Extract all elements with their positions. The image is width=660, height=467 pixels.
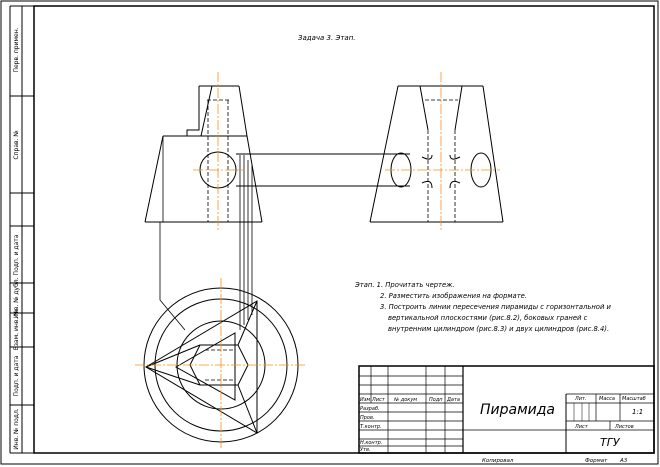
left-strip-labels: Перв. примен. Справ. № Подп. и дата Инв.… [13, 27, 20, 449]
strip-label-perv: Перв. примен. [13, 27, 20, 72]
tb-hdr-list: Лист [371, 397, 386, 403]
tb-hdr-doc: № докум [393, 397, 417, 403]
tb-lit: Лит. [574, 396, 587, 402]
tb-hdr-izm: Изм [360, 397, 370, 403]
task-title: Задача 3. Этап. [298, 34, 356, 42]
tb-part-name: Пирамида [480, 402, 555, 418]
tb-listov: Листов [614, 424, 634, 430]
tb-prov: Пров. [360, 415, 375, 421]
inner-frame [33, 5, 655, 454]
side-view [369, 72, 504, 230]
footer-kopiroval: Копировал [482, 458, 514, 464]
tb-massa: Масса [599, 396, 615, 402]
footer-format: Формат [585, 458, 608, 464]
strip-label-inv-podl: Инв. № подл. [13, 408, 20, 449]
step-3-line-1: 3. Построить линии пересечения пирамиды … [380, 303, 612, 311]
title-block-text: Изм Лист № докум Подп Дата Разраб. Пров.… [360, 396, 646, 453]
tb-utv: Утв. [360, 447, 371, 453]
left-strip [9, 5, 34, 454]
strip-label-podp-1: Подп. и дата [13, 234, 20, 275]
tb-hdr-podp: Подп [429, 397, 443, 403]
tb-razrab: Разраб. [360, 406, 380, 412]
top-view [135, 278, 305, 450]
tb-list: Лист [574, 424, 589, 430]
step-head: Этап. 1. Прочитать чертеж. [354, 281, 454, 289]
step-3-line-3: внутренним цилиндром (рис.8.3) и двух ци… [388, 325, 609, 333]
front-view [144, 72, 410, 331]
tb-tkontr: Т.контр. [360, 424, 382, 430]
tb-masshtab: Масштаб [622, 396, 646, 402]
strip-label-podp-2: Подп. и дата [13, 355, 20, 396]
tb-org: ТГУ [600, 436, 621, 449]
strip-label-vzam: Взам. инв. № [13, 310, 20, 351]
title-block [358, 365, 655, 454]
strip-label-sprav: Справ. № [13, 130, 20, 159]
tb-hdr-data: Дата [446, 397, 460, 403]
tb-scale-value: 1:1 [632, 408, 643, 416]
strip-label-inv-dubl: Инв. № дубл. [13, 277, 20, 318]
step-2: 2. Разместить изображения на формате. [380, 292, 527, 300]
footer-format-value: A3 [619, 458, 628, 464]
tb-nkontr: Н.контр. [360, 440, 382, 446]
steps-text: Этап. 1. Прочитать чертеж. 2. Разместить… [354, 281, 612, 333]
step-3-line-2: вертикальной плоскостями (рис.8.2), боко… [388, 314, 588, 322]
